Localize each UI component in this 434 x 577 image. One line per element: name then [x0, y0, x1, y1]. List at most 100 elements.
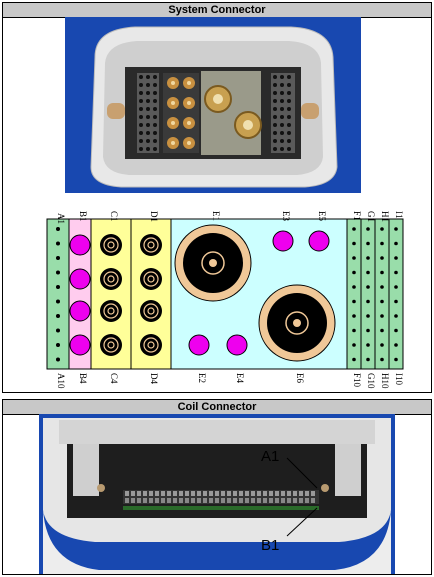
- pin-a: [56, 357, 60, 362]
- pin-f: [352, 299, 356, 304]
- pin-i: [394, 285, 398, 289]
- pin-b: [69, 268, 91, 290]
- label-d1: D1: [149, 211, 159, 222]
- pin-h: [380, 314, 384, 318]
- pin-b: [69, 234, 91, 256]
- label-h10: H10: [380, 373, 390, 389]
- pin-i: [394, 241, 398, 246]
- label-e4: E4: [235, 373, 245, 383]
- label-f1: F1: [352, 211, 362, 221]
- pin-i: [394, 270, 398, 275]
- pin-i: [394, 328, 398, 333]
- label-e2: E2: [197, 373, 207, 383]
- pin-a: [56, 343, 60, 347]
- pin-d: [140, 234, 162, 256]
- pin-d: [140, 334, 162, 356]
- label-c4: C4: [109, 373, 119, 384]
- label-d4: D4: [149, 373, 159, 384]
- label-e1: E1: [211, 211, 221, 221]
- pin-h: [380, 343, 384, 347]
- pin-g: [366, 227, 370, 231]
- coil-connector-title: Coil Connector: [3, 400, 431, 415]
- pin-e4: [226, 334, 248, 356]
- pin-f: [352, 270, 356, 275]
- label-g1: G1: [366, 211, 376, 222]
- pin-f: [352, 241, 356, 246]
- pin-h: [380, 227, 384, 231]
- pin-a: [56, 299, 60, 304]
- pin-h: [380, 299, 384, 304]
- label-b4: B4: [78, 373, 88, 384]
- pin-i: [394, 299, 398, 304]
- pin-h: [380, 357, 384, 362]
- pin-c: [100, 334, 122, 356]
- label-e3: E3: [281, 211, 291, 221]
- pin-a: [56, 270, 60, 275]
- label-e6: E6: [295, 373, 305, 383]
- label-a10: A10: [56, 373, 66, 389]
- pin-g: [366, 314, 370, 318]
- pin-d: [140, 300, 162, 322]
- pin-h: [380, 328, 384, 333]
- pin-a: [56, 227, 60, 231]
- pin-f: [352, 285, 356, 289]
- pin-f: [352, 227, 356, 231]
- label-i1: I1: [394, 211, 404, 219]
- label-b1: B1: [78, 211, 88, 222]
- pin-i: [394, 314, 398, 318]
- pin-f: [352, 357, 356, 362]
- label-g10: G10: [366, 373, 376, 389]
- section-i: [388, 218, 404, 370]
- pin-f: [352, 314, 356, 318]
- pin-e2: [188, 334, 210, 356]
- label-h1: H1: [380, 211, 390, 222]
- system-connector-title: System Connector: [3, 3, 431, 18]
- label-f10: F10: [352, 373, 362, 388]
- pin-g: [366, 270, 370, 275]
- system-connector-panel: System Connector: [2, 2, 432, 393]
- pin-a: [56, 285, 60, 289]
- pin-g: [366, 285, 370, 289]
- pin-g: [366, 241, 370, 246]
- pin-i: [394, 256, 398, 260]
- pin-e5: [308, 230, 330, 252]
- pin-a: [56, 256, 60, 260]
- pin-b: [69, 334, 91, 356]
- pin-h: [380, 241, 384, 246]
- pin-d: [140, 268, 162, 290]
- pin-e3: [272, 230, 294, 252]
- label-a1: A1: [56, 213, 66, 224]
- pin-i: [394, 343, 398, 347]
- pin-b: [69, 300, 91, 322]
- pin-a: [56, 241, 60, 246]
- pin-a: [56, 328, 60, 333]
- pin-g: [366, 343, 370, 347]
- pin-i: [394, 357, 398, 362]
- pin-g: [366, 357, 370, 362]
- pin-g: [366, 299, 370, 304]
- pin-e1: [174, 224, 252, 302]
- pin-c: [100, 268, 122, 290]
- label-c1: C1: [109, 211, 119, 222]
- system-connector-pinout-diagram: A1 B1 C1 D1 E1 E3 E5 F1 G1 H1 I1 A10 B4 …: [46, 211, 404, 389]
- pin-f: [352, 343, 356, 347]
- label-e5: E5: [317, 211, 327, 221]
- coil-connector-panel: Coil Connector A1 B1: [2, 399, 432, 575]
- pin-c: [100, 234, 122, 256]
- pin-e6: [258, 284, 336, 362]
- system-connector-photo: [65, 17, 361, 193]
- pin-h: [380, 285, 384, 289]
- pin-g: [366, 328, 370, 333]
- pin-a: [56, 314, 60, 318]
- pin-i: [394, 227, 398, 231]
- pin-g: [366, 256, 370, 260]
- coil-connector-photo: A1 B1: [39, 414, 395, 574]
- label-coil-a1: A1: [261, 448, 279, 465]
- pin-f: [352, 256, 356, 260]
- label-i10: I10: [394, 373, 404, 385]
- pin-h: [380, 270, 384, 275]
- pin-c: [100, 300, 122, 322]
- pin-h: [380, 256, 384, 260]
- label-coil-b1: B1: [261, 537, 279, 554]
- pin-f: [352, 328, 356, 333]
